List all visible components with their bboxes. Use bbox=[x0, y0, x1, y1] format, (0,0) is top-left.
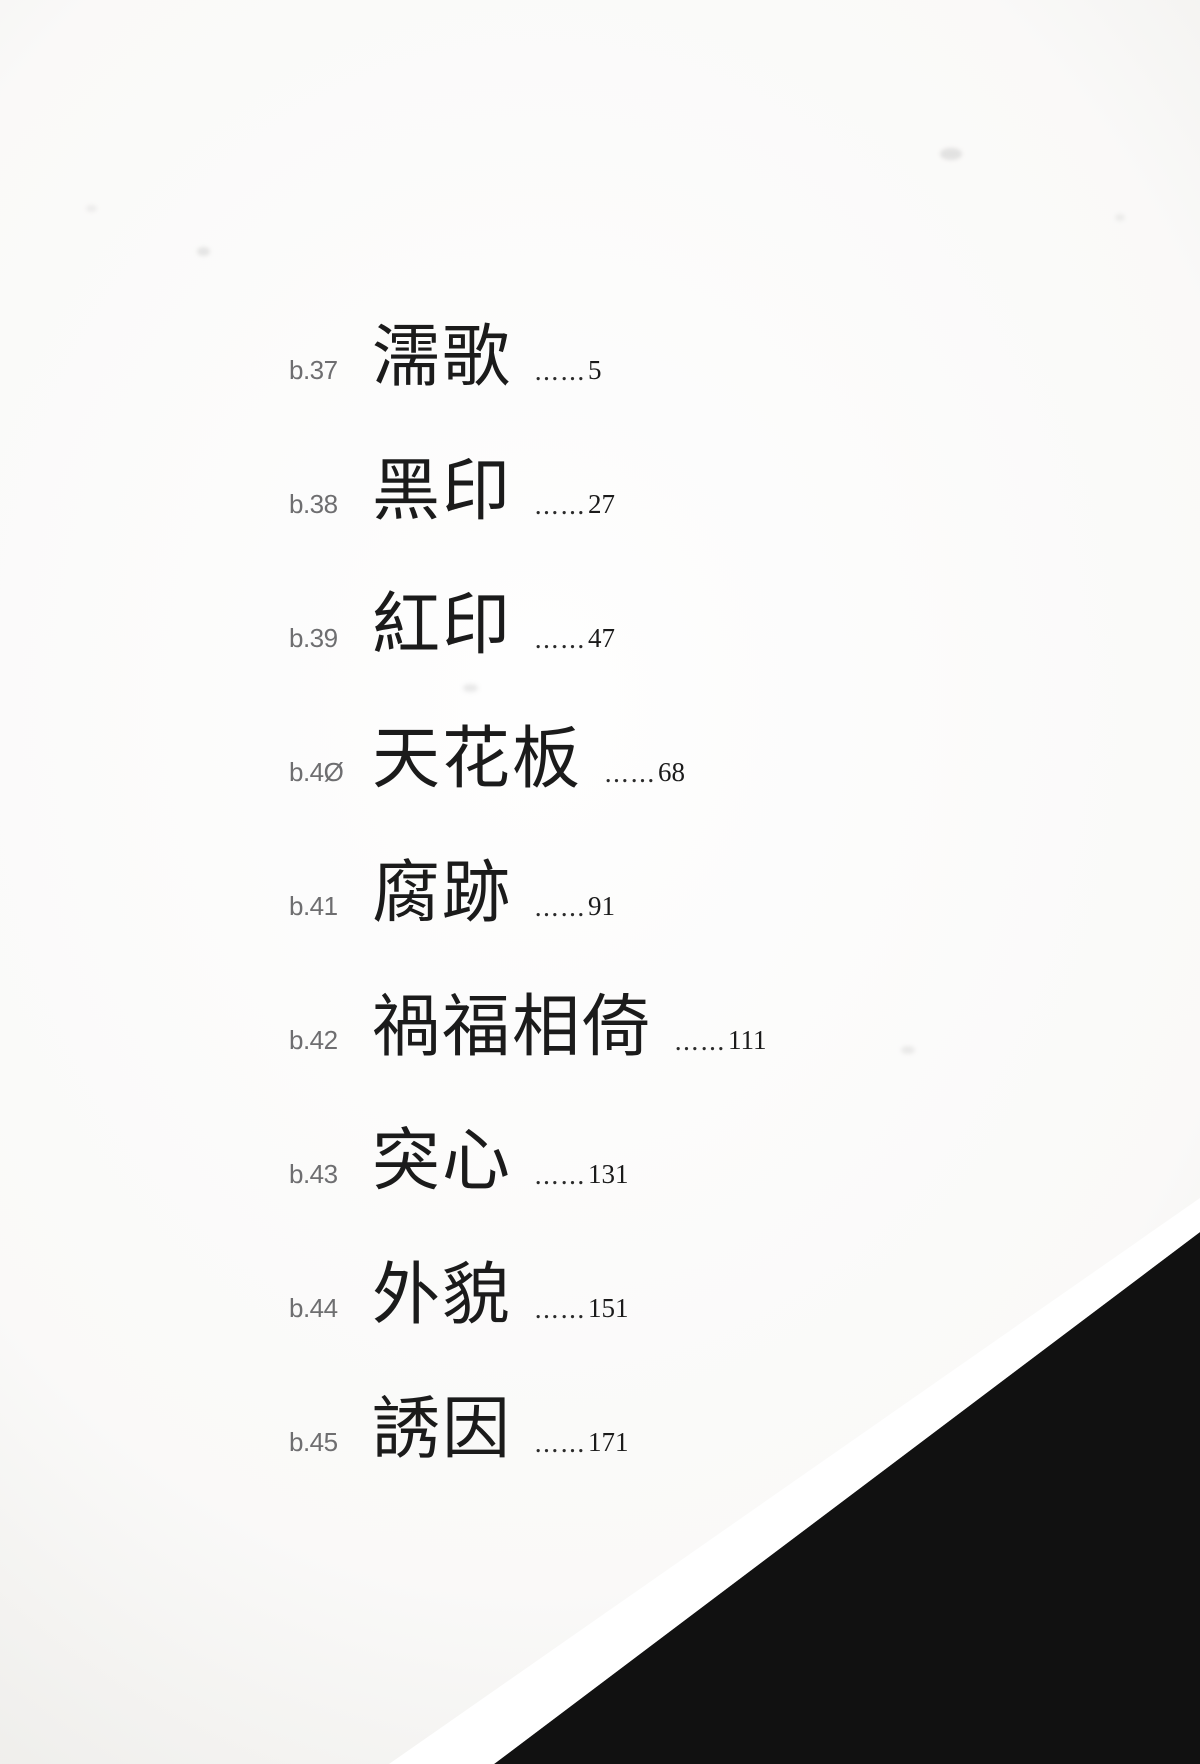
leader-and-page: …… 91 bbox=[534, 893, 615, 928]
dot-leader: …… bbox=[534, 357, 587, 386]
toc-entry[interactable]: b.38 黑印 …… 27 bbox=[0, 392, 1200, 526]
toc-entry[interactable]: b.39 紅印 …… 47 bbox=[0, 526, 1200, 660]
page-number: 27 bbox=[588, 489, 616, 519]
page-number: 131 bbox=[588, 1159, 629, 1189]
scan-smudge bbox=[86, 205, 97, 212]
chapter-tag: b.45 bbox=[289, 1427, 338, 1457]
dot-leader: …… bbox=[534, 1429, 587, 1458]
toc-entry[interactable]: b.44 外貌 …… 151 bbox=[0, 1196, 1200, 1330]
leader-and-page: …… 5 bbox=[534, 357, 602, 392]
scan-smudge bbox=[940, 148, 962, 160]
page-number: 111 bbox=[728, 1025, 767, 1055]
chapter-tag: b.4Ø bbox=[289, 757, 344, 787]
toc-entry[interactable]: b.41 腐跡 …… 91 bbox=[0, 794, 1200, 928]
chapter-tag: b.43 bbox=[289, 1159, 338, 1189]
toc-entry[interactable]: b.4Ø 天花板 …… 68 bbox=[0, 660, 1200, 794]
chapter-title: 濡歌 bbox=[372, 318, 513, 397]
scan-smudge bbox=[1115, 214, 1125, 221]
chapter-tag: b.38 bbox=[289, 489, 338, 519]
chapter-tag: b.41 bbox=[289, 891, 338, 921]
leader-and-page: …… 171 bbox=[534, 1429, 629, 1464]
chapter-title: 黑印 bbox=[372, 452, 513, 531]
page-number: 47 bbox=[588, 623, 616, 653]
dot-leader: …… bbox=[534, 491, 587, 520]
page-number: 151 bbox=[588, 1293, 629, 1323]
dot-leader: …… bbox=[534, 1161, 587, 1190]
chapter-tag: b.44 bbox=[289, 1293, 338, 1323]
page-number: 171 bbox=[588, 1427, 629, 1457]
leader-and-page: …… 27 bbox=[534, 491, 615, 526]
chapter-tag: b.37 bbox=[289, 355, 338, 385]
chapter-tag: b.42 bbox=[289, 1025, 338, 1055]
leader-and-page: …… 68 bbox=[604, 759, 685, 794]
dot-leader: …… bbox=[534, 1295, 587, 1324]
toc-list: b.37 濡歌 …… 5 b.38 黑印 …… 27 b.39 紅印 …… 47 bbox=[0, 258, 1200, 1464]
leader-and-page: …… 47 bbox=[534, 625, 615, 660]
toc-entry[interactable]: b.37 濡歌 …… 5 bbox=[0, 258, 1200, 392]
chapter-tag: b.39 bbox=[289, 623, 338, 653]
chapter-title: 天花板 bbox=[372, 720, 583, 799]
toc-entry[interactable]: b.45 誘因 …… 171 bbox=[0, 1330, 1200, 1464]
dot-leader: …… bbox=[534, 625, 587, 654]
chapter-title: 腐跡 bbox=[372, 854, 513, 933]
page-number: 5 bbox=[588, 355, 602, 385]
chapter-title: 外貌 bbox=[372, 1256, 513, 1335]
dot-leader: …… bbox=[534, 893, 587, 922]
toc-entry[interactable]: b.42 禍福相倚 …… 111 bbox=[0, 928, 1200, 1062]
chapter-title: 突心 bbox=[372, 1122, 513, 1201]
leader-and-page: …… 111 bbox=[674, 1027, 767, 1062]
leader-and-page: …… 131 bbox=[534, 1161, 629, 1196]
page-number: 91 bbox=[588, 891, 616, 921]
chapter-title: 紅印 bbox=[372, 586, 513, 665]
leader-and-page: …… 151 bbox=[534, 1295, 629, 1330]
chapter-title: 禍福相倚 bbox=[372, 988, 653, 1067]
dot-leader: …… bbox=[674, 1027, 727, 1056]
toc-entry[interactable]: b.43 突心 …… 131 bbox=[0, 1062, 1200, 1196]
dot-leader: …… bbox=[604, 759, 657, 788]
page-number: 68 bbox=[658, 757, 686, 787]
chapter-title: 誘因 bbox=[372, 1390, 513, 1469]
scan-smudge bbox=[197, 247, 210, 256]
